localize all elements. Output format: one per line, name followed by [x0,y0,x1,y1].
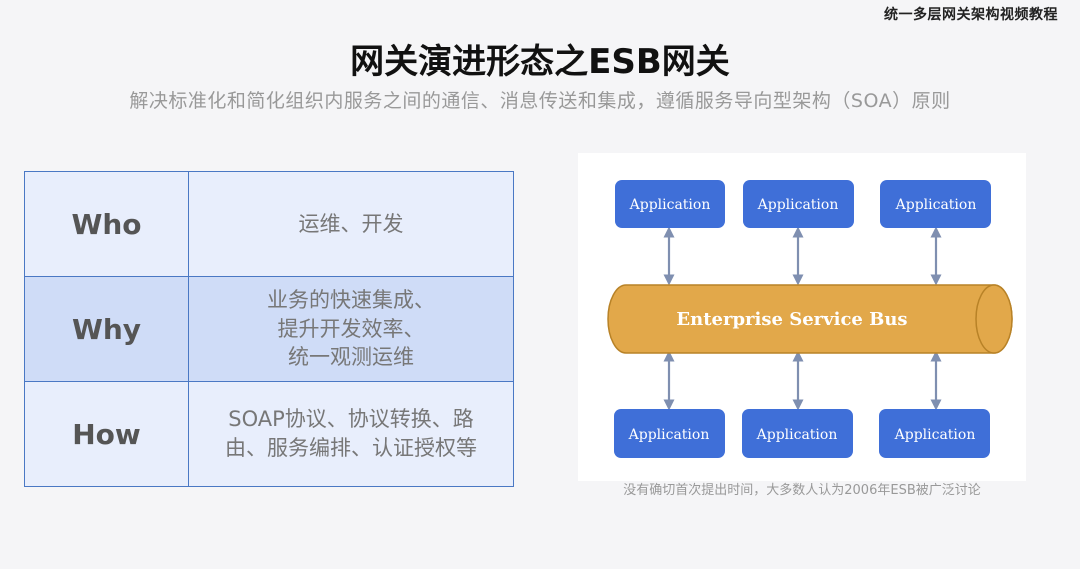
value-line: 业务的快速集成、 [267,287,435,312]
app-label: Application [628,427,710,443]
table-row-who: Who 运维、开发 [24,171,514,277]
value-line: SOAP协议、协议转换、路 [228,407,474,432]
corner-tag: 统一多层网关架构视频教程 [884,7,1058,23]
page-title: 网关演进形态之ESB网关 [350,42,730,82]
table-value-how: SOAP协议、协议转换、路 由、服务编排、认证授权等 [188,381,514,487]
app-box-top-3: Application [880,180,991,228]
esb-diagram-svg: Application Application Application Ente… [607,180,1013,458]
esb-bus: Enterprise Service Bus [607,284,1013,354]
table-value-who: 运维、开发 [188,171,514,277]
app-box-top-1: Application [615,180,725,228]
who-why-how-table: Who 运维、开发 Why 业务的快速集成、 提升开发效率、 统一观测运维 Ho… [24,171,514,487]
app-box-bottom-3: Application [879,409,990,458]
value-line: 统一观测运维 [288,345,414,370]
table-key-who: Who [24,171,189,277]
table-key-why: Why [24,276,189,382]
app-box-bottom-2: Application [742,409,853,458]
table-value-why: 业务的快速集成、 提升开发效率、 统一观测运维 [188,276,514,382]
table-key-how: How [24,381,189,487]
app-label: Application [629,197,711,213]
value-line: 运维、开发 [298,211,404,236]
table-row-how: How SOAP协议、协议转换、路 由、服务编排、认证授权等 [24,381,514,487]
app-box-bottom-1: Application [614,409,725,458]
app-box-top-2: Application [743,180,854,228]
esb-diagram: Application Application Application Ente… [578,153,1026,481]
esb-bus-label: Enterprise Service Bus [676,309,907,330]
app-label: Application [894,427,976,443]
app-label: Application [756,427,838,443]
value-line: 由、服务编排、认证授权等 [225,436,477,460]
app-label: Application [895,197,977,213]
app-label: Application [757,197,839,213]
page-subtitle: 解决标准化和简化组织内服务之间的通信、消息传送和集成，遵循服务导向型架构（SOA… [129,90,951,112]
value-line: 提升开发效率、 [277,316,425,341]
table-row-why: Why 业务的快速集成、 提升开发效率、 统一观测运维 [24,276,514,382]
diagram-caption: 没有确切首次提出时间，大多数人认为2006年ESB被广泛讨论 [623,483,981,498]
